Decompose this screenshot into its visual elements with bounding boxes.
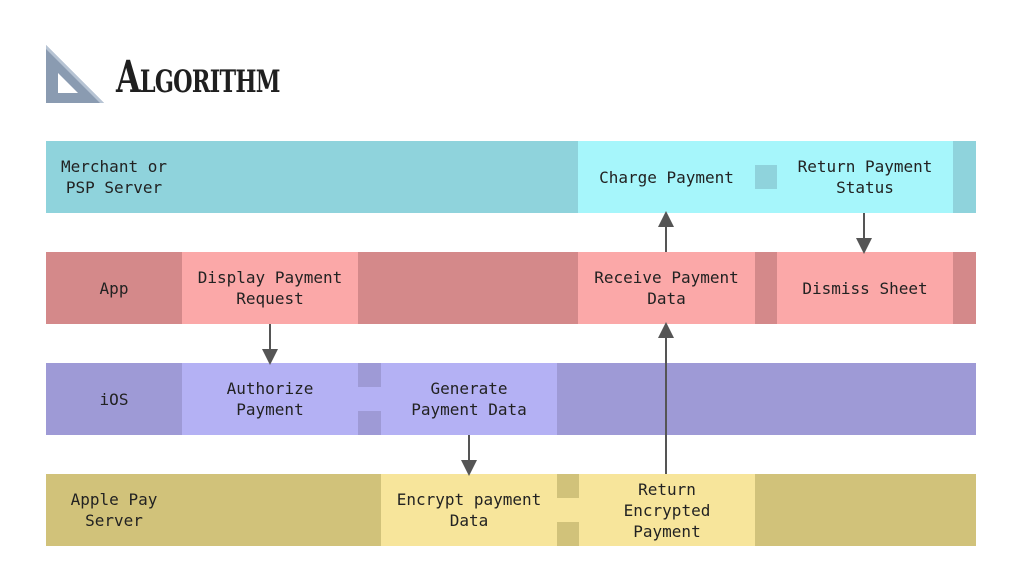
connector-block bbox=[755, 141, 777, 165]
step-encrypt-payment-data: Encrypt payment Data bbox=[381, 474, 557, 546]
step-charge-payment: Charge Payment bbox=[578, 141, 755, 213]
lane-label-merchant: Merchant or PSP Server bbox=[61, 157, 167, 197]
connector-block bbox=[755, 189, 777, 213]
step-return-payment-status: Return Payment Status bbox=[777, 141, 953, 213]
step-dismiss-sheet: Dismiss Sheet bbox=[777, 252, 953, 324]
connector-block bbox=[358, 387, 381, 411]
connector-block bbox=[557, 498, 579, 522]
lane-label-ios: iOS bbox=[99, 389, 129, 409]
lane-label-app: App bbox=[99, 278, 129, 298]
step-authorize-payment: Authorize Payment bbox=[182, 363, 358, 435]
step-display-payment-request: Display Payment Request bbox=[182, 252, 358, 324]
step-return-encrypted-payment: Return Encrypted Payment bbox=[579, 474, 755, 546]
step-receive-payment-data: Receive Payment Data bbox=[578, 252, 755, 324]
page-title: Algorithm bbox=[116, 52, 280, 103]
lane-label-applepay: Apple Pay Server bbox=[70, 490, 158, 530]
step-generate-payment-data: Generate Payment Data bbox=[381, 363, 557, 435]
set-square-icon bbox=[46, 45, 104, 103]
